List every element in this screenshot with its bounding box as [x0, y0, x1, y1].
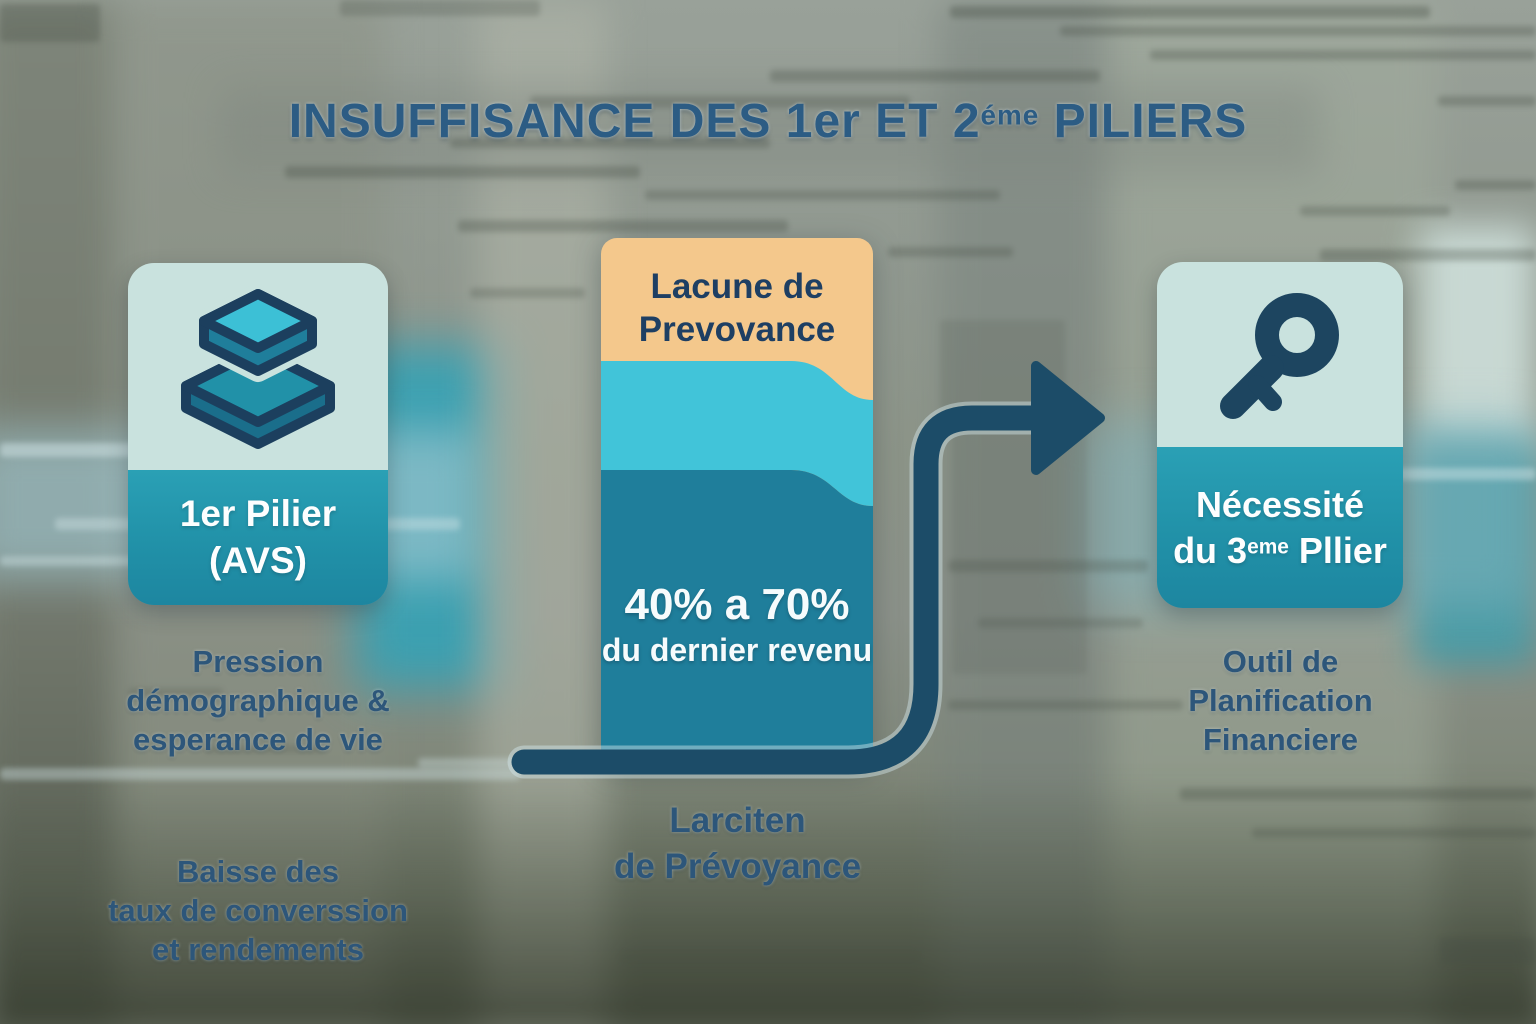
card-third-pillar-icon-area — [1157, 262, 1403, 447]
card-third-pillar-line2: du 3eme Pllier — [1173, 528, 1387, 573]
glitch-streak — [1150, 50, 1536, 60]
caption-conversion-line1: Baisse des — [177, 854, 339, 889]
glitch-streak — [948, 560, 1148, 572]
card-third-pillar-line2-sup: eme — [1247, 535, 1289, 559]
caption-gap-title: Larciten de Prévoyance — [555, 798, 920, 889]
caption-conversion-rates: Baisse des taux de converssion et rendem… — [68, 852, 448, 969]
glitch-streak — [458, 220, 788, 232]
caption-planning-line2: Planification — [1188, 683, 1373, 719]
gap-bar-percent-label: 40% a 70% — [624, 580, 850, 629]
caption-demographic-pressure: Pression démographique & esperance de vi… — [78, 642, 438, 759]
glitch-streak — [940, 320, 1065, 410]
card-first-pillar-line2: (AVS) — [209, 539, 307, 581]
caption-demographic-line1: Pression — [192, 644, 324, 679]
card-first-pillar-label: 1er Pilier (AVS) — [128, 470, 388, 605]
card-third-pillar-label: Nécessité du 3eme Pllier — [1157, 447, 1403, 608]
glitch-streak — [1252, 828, 1536, 838]
glitch-streak — [645, 190, 1000, 200]
glitch-streak — [1300, 206, 1450, 216]
glitch-streak — [620, 952, 920, 962]
glitch-streak — [952, 424, 1087, 674]
gap-bar-percent-sublabel: du dernier revenu — [601, 632, 873, 668]
caption-planning-line1: Outil de — [1222, 644, 1339, 679]
glitch-streak — [1180, 788, 1536, 800]
glitch-streak — [1440, 938, 1536, 964]
glitch-streak — [470, 288, 585, 298]
caption-planning-tool: Outil de Planification Financiere — [1113, 642, 1448, 759]
card-third-pillar-line1: Nécessité — [1195, 484, 1365, 526]
caption-demographic-line3: esperance de vie — [133, 722, 383, 758]
card-first-pillar-line1: 1er Pilier — [179, 492, 337, 534]
card-third-pillar-line2-post: Pllier — [1288, 529, 1387, 571]
key-icon — [1220, 292, 1339, 419]
glitch-streak — [1060, 26, 1536, 36]
glitch-streak — [285, 166, 640, 178]
glitch-streak — [770, 70, 1100, 82]
card-first-pillar-icon-area — [128, 263, 388, 470]
page-title-part1: INSUFFISANCE DES 1er ET 2 — [288, 95, 981, 148]
glitch-streak — [0, 4, 100, 42]
page-title-superscript: éme — [980, 99, 1040, 131]
caption-gap-line2: de Prévoyance — [613, 846, 862, 886]
glitch-streak — [1455, 180, 1536, 190]
bg-band-col-gray — [938, 0, 1113, 1024]
glitch-streak — [0, 768, 520, 780]
flow-arrow-head — [1031, 361, 1105, 475]
card-first-pillar: 1er Pilier (AVS) — [128, 263, 388, 605]
page-title-part2: PILIERS — [1039, 95, 1248, 148]
bg-band-right-teal — [1415, 440, 1536, 665]
page-title: INSUFFISANCE DES 1er ET 2éme PILIERS — [0, 94, 1536, 149]
card-third-pillar-line2-pre: du 3 — [1173, 529, 1248, 571]
glitch-streak — [950, 6, 1430, 18]
glitch-streak — [978, 618, 1143, 628]
gap-bar-top-label-line1: Lacune de — [650, 267, 824, 306]
caption-demographic-line2: démographique & — [126, 683, 390, 719]
gap-bar-top-label: Lacune de Prevovance — [601, 266, 873, 351]
layers-icon — [181, 282, 335, 449]
bg-band-right-mint — [1420, 225, 1536, 460]
caption-conversion-line3: et rendements — [152, 932, 364, 968]
caption-planning-line3: Financiere — [1202, 722, 1359, 758]
caption-gap-line1: Larciten — [669, 801, 806, 840]
glitch-streak — [888, 247, 1013, 257]
gap-bar-top-label-line2: Prevovance — [638, 309, 836, 349]
glitch-streak — [1320, 249, 1536, 261]
caption-conversion-line2: taux de converssion — [108, 893, 408, 929]
glitch-streak — [340, 0, 540, 16]
card-third-pillar: Nécessité du 3eme Pllier — [1157, 262, 1403, 608]
